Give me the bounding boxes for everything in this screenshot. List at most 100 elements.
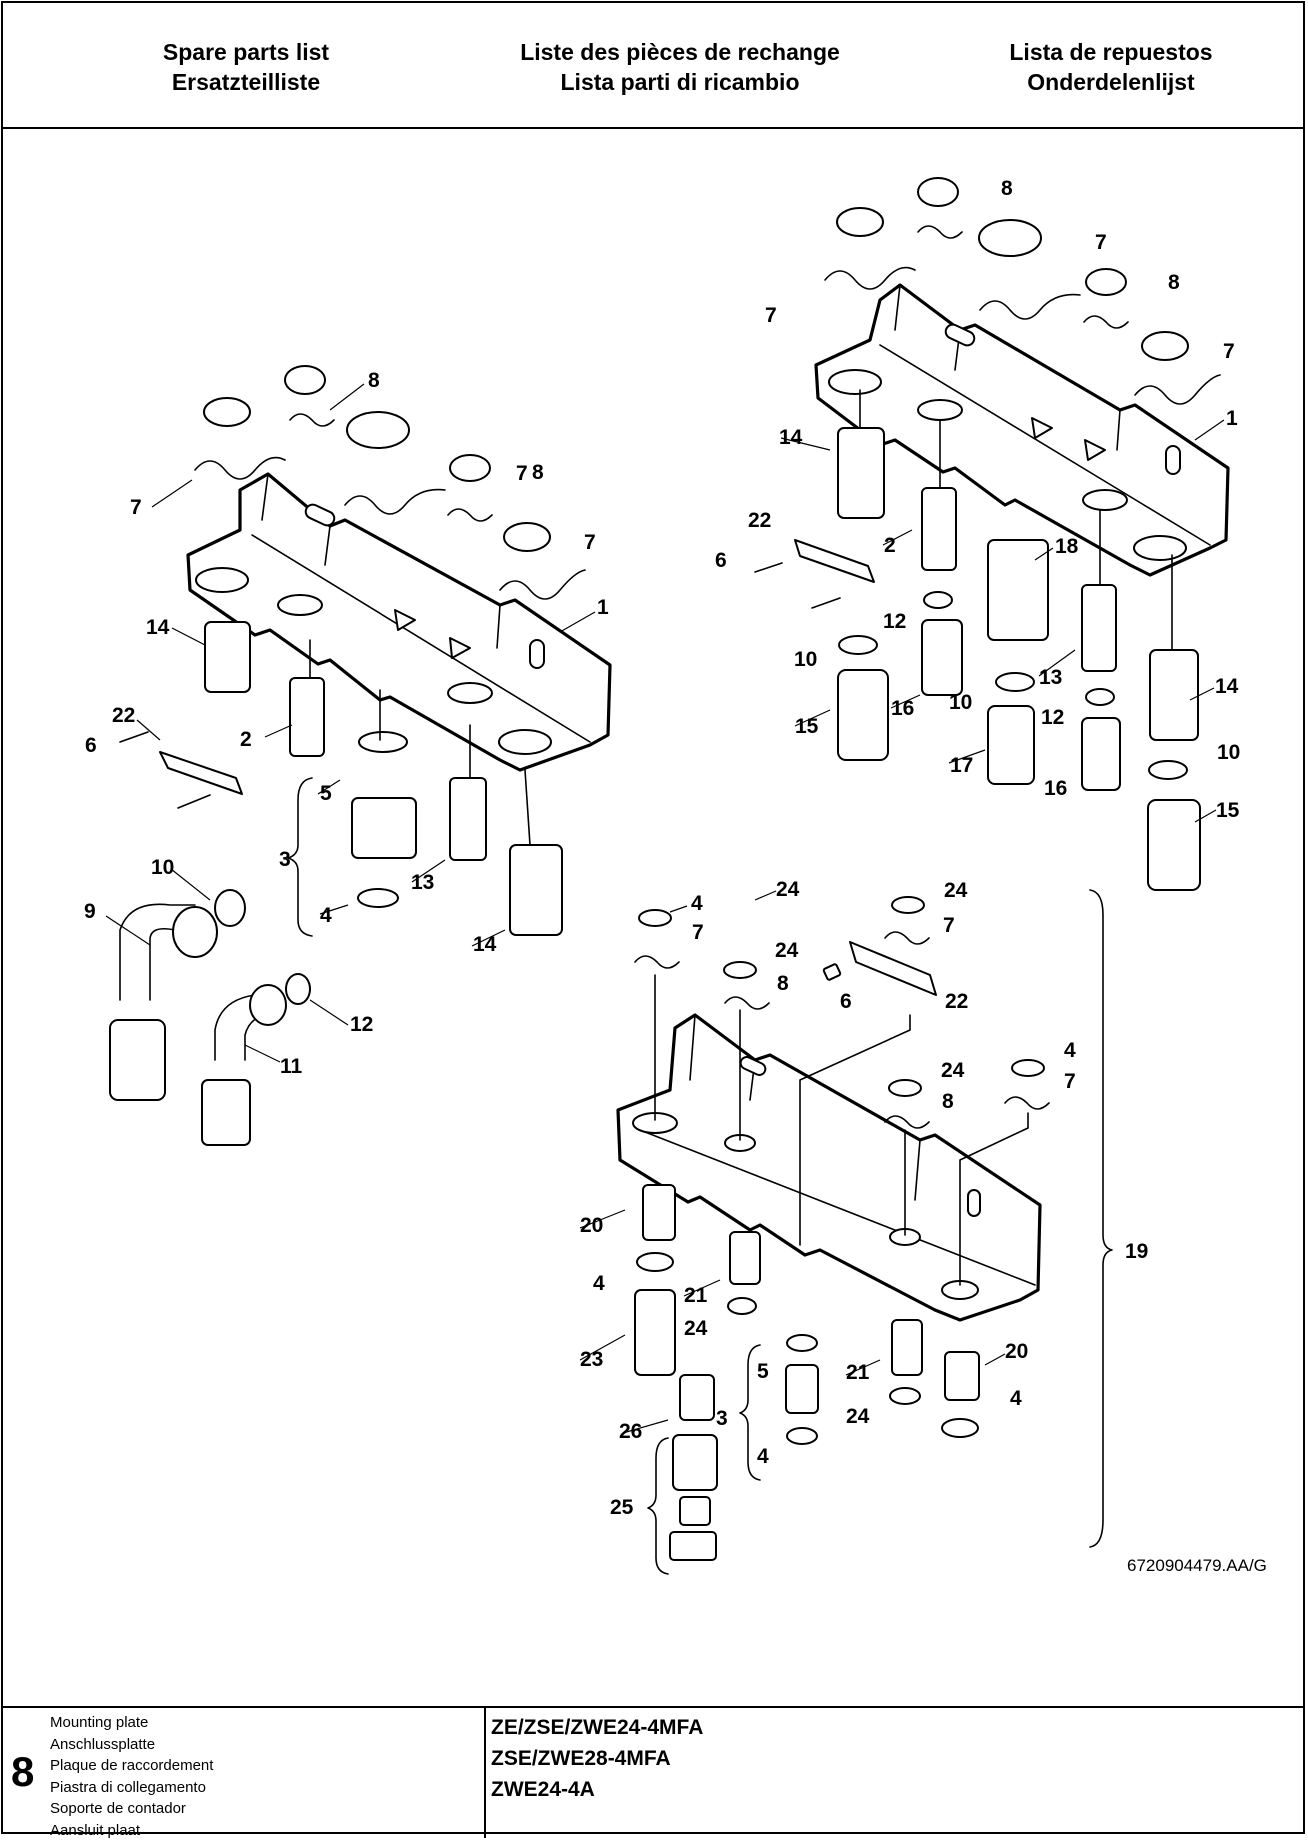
fitting <box>679 1496 711 1526</box>
fitting <box>679 1374 715 1421</box>
callout-3: 3 <box>716 1407 728 1430</box>
callout-12: 12 <box>1041 706 1064 729</box>
union-nut <box>837 669 889 761</box>
callout-13: 13 <box>1039 666 1062 689</box>
callout-4: 4 <box>1064 1039 1076 1062</box>
union-nut <box>1147 799 1201 891</box>
callout-24: 24 <box>944 879 968 902</box>
header-col-en-de: Spare parts list Ersatzteilliste <box>46 37 446 97</box>
hose-fitting <box>201 1079 251 1146</box>
footer-titles: Mounting plate Anschlussplatte Plaque de… <box>50 1712 213 1842</box>
callout-14: 14 <box>473 933 497 956</box>
callout-2: 2 <box>240 728 252 751</box>
plate-hole <box>917 399 963 421</box>
cap <box>503 522 551 552</box>
callout-2: 2 <box>884 534 896 557</box>
header-col-fr-it: Liste des pièces de rechange Lista parti… <box>480 37 880 97</box>
callout-21: 21 <box>684 1284 708 1307</box>
fitting <box>891 1319 923 1376</box>
plate-slot <box>304 503 336 527</box>
leader-lines <box>105 383 1225 1434</box>
callout-7: 7 <box>1223 340 1235 363</box>
callout-22: 22 <box>748 509 771 532</box>
callout-24: 24 <box>776 878 800 901</box>
drawing-reference: 6720904479.AA/G <box>1127 1556 1267 1575</box>
callout-5: 5 <box>320 782 332 805</box>
assembly-lower <box>616 889 1113 1575</box>
cap <box>284 365 326 395</box>
fitting <box>1081 584 1117 672</box>
plate-hole <box>828 369 882 395</box>
cap <box>449 454 491 482</box>
callout-16: 16 <box>891 697 914 720</box>
callout-8: 8 <box>532 461 544 484</box>
cap-large <box>346 411 410 449</box>
bracket <box>794 539 875 583</box>
fitting <box>351 797 417 859</box>
union-nut <box>1081 717 1121 791</box>
callout-8: 8 <box>1168 271 1180 294</box>
callout-3: 3 <box>279 848 291 871</box>
callout-7: 7 <box>765 304 777 327</box>
callout-23: 23 <box>580 1348 603 1371</box>
header-title-en: Spare parts list <box>162 39 330 65</box>
hose-fitting <box>109 1019 166 1101</box>
fitting <box>837 427 885 519</box>
callout-25: 25 <box>610 1496 634 1519</box>
callout-22: 22 <box>112 704 135 727</box>
footer: 8 Mounting plate Anschlussplatte Plaque … <box>3 1706 1303 1839</box>
callout-10: 10 <box>1217 741 1240 764</box>
model-1: ZE/ZSE/ZWE24-4MFA <box>491 1716 704 1739</box>
callout-17: 17 <box>950 754 973 777</box>
callout-22: 22 <box>945 990 968 1013</box>
fitting <box>729 1231 761 1285</box>
callout-7: 7 <box>584 531 596 554</box>
plate-hole <box>1133 535 1187 561</box>
title-de: Anschlussplatte <box>50 1735 156 1753</box>
callout-7: 7 <box>1095 231 1107 254</box>
fitting <box>785 1364 819 1414</box>
fitting <box>289 677 325 757</box>
callout-labels: 1 2 3 4 5 6 7 8 9 10 11 12 13 14 15 16 1… <box>84 177 1240 1519</box>
callout-24: 24 <box>684 1317 708 1340</box>
header-title-es: Lista de repuestos <box>1009 39 1213 65</box>
title-es: Soporte de contador <box>50 1800 186 1818</box>
callout-7: 7 <box>692 921 704 944</box>
footer-divider <box>484 1708 486 1838</box>
callout-4: 4 <box>1010 1387 1022 1410</box>
callout-10: 10 <box>151 856 174 879</box>
cap-large <box>978 219 1042 257</box>
callout-12: 12 <box>883 610 906 633</box>
callout-7: 7 <box>130 496 142 519</box>
title-en: Mounting plate <box>50 1714 149 1731</box>
model-2: ZSE/ZWE28-4MFA <box>491 1747 671 1770</box>
hose-9 <box>119 903 196 1001</box>
plate-slot <box>944 323 976 347</box>
cap <box>203 397 251 427</box>
callout-4: 4 <box>757 1445 769 1468</box>
fitting <box>1149 649 1199 741</box>
callout-8: 8 <box>942 1090 954 1113</box>
callout-1: 1 <box>597 596 609 619</box>
cap <box>917 177 959 207</box>
callout-24: 24 <box>846 1405 870 1428</box>
title-fr: Plaque de raccordement <box>50 1757 214 1775</box>
plate-slot <box>1165 445 1181 475</box>
model-list: ZE/ZSE/ZWE24-4MFA ZSE/ZWE28-4MFA ZWE24-4… <box>491 1712 703 1805</box>
callout-6: 6 <box>715 549 727 572</box>
nut <box>669 1531 717 1561</box>
ball-valve <box>987 539 1049 641</box>
header-col-es-nl: Lista de repuestos Onderdelenlijst <box>911 37 1308 97</box>
plate-hole <box>277 594 323 616</box>
callout-20: 20 <box>1005 1340 1028 1363</box>
callout-16: 16 <box>1044 777 1067 800</box>
mounting-plate-lower <box>616 1013 1042 1322</box>
header-title-fr: Liste des pièces de rechange <box>520 39 840 65</box>
bracket <box>849 941 937 996</box>
union-nut <box>921 619 963 696</box>
callout-15: 15 <box>795 715 819 738</box>
plate-hole <box>1082 489 1128 511</box>
header-title-de: Ersatzteilliste <box>171 69 321 95</box>
callout-8: 8 <box>777 972 789 995</box>
